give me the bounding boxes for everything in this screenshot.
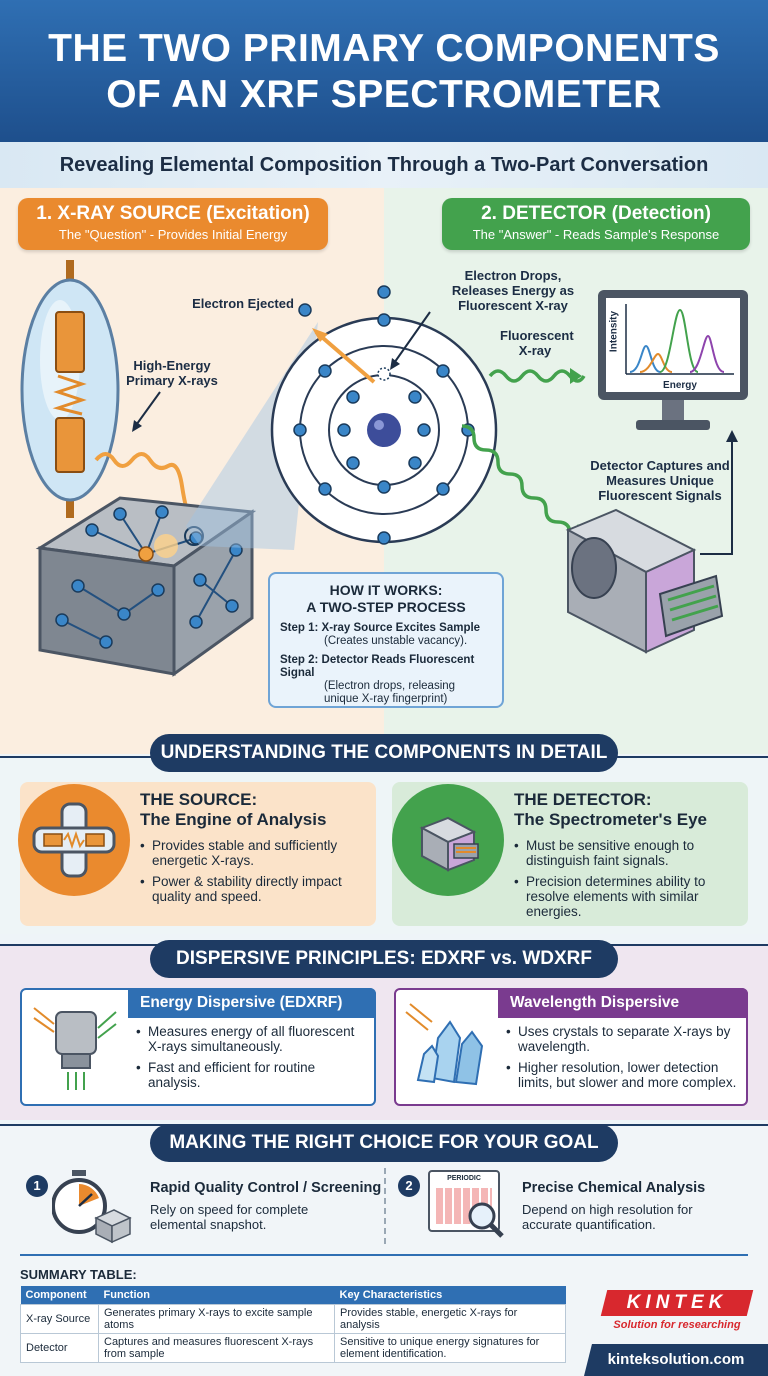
brand-logo[interactable]: KINTEK [626, 1292, 728, 1313]
source-detail-title-1: THE SOURCE: [140, 790, 258, 809]
label-electron-drops: Electron Drops, Releases Energy as Fluor… [451, 268, 575, 313]
detector-small-icon [419, 816, 479, 872]
detector-pill-title: 2. DETECTOR (Detection) [481, 203, 711, 224]
periodic-table-icon-text: PERIODIC [447, 1175, 481, 1182]
label-fluorescent-xray: Fluorescent X-ray [500, 328, 574, 358]
source-detail-bullet: Provides stable and sufficiently energet… [140, 838, 370, 868]
ejected-electron-arrow [314, 330, 376, 384]
option-2-desc: Depend on high resolution for accurate q… [522, 1202, 693, 1232]
option-1-desc: Rely on speed for complete elemental sna… [150, 1202, 309, 1232]
source-detail-bullet: Power & stability directly impact qualit… [140, 874, 370, 904]
how-it-works-box: HOW IT WORKS: A TWO-STEP PROCESS Step 1:… [268, 572, 504, 708]
source-pill-title: 1. X-RAY SOURCE (Excitation) [36, 203, 310, 224]
detector-detail-title-2: The Spectrometer's Eye [514, 810, 708, 829]
option-1-number: 1 [26, 1175, 48, 1197]
monitor-y-axis-label: Intensity [608, 310, 620, 353]
table-row: X-ray Source Generates primary X-rays to… [20, 1303, 566, 1334]
detector-detail-icon-bg [392, 784, 504, 896]
table-cell: Captures and measures fluorescent X-rays… [98, 1332, 335, 1363]
source-detail-icon-bg [18, 784, 130, 896]
xrf-diagram [0, 250, 768, 750]
table-cell: X-ray Source [20, 1303, 99, 1334]
label-electron-ejected: Electron Ejected [192, 296, 294, 311]
summary-table-title: SUMMARY TABLE: [20, 1267, 137, 1282]
option-2-title: Precise Chemical Analysis [522, 1180, 706, 1196]
choice-banner: MAKING THE RIGHT CHOICE FOR YOUR GOAL [150, 1124, 618, 1162]
detector-detail-bullet: Precision determines ability to resolve … [514, 874, 742, 919]
source-pill-subtitle: The "Question" - Provides Initial Energy [58, 227, 288, 242]
electron-drop-pointer [391, 311, 431, 367]
detector-pill: 2. DETECTOR (Detection) The "Answer" - R… [442, 198, 750, 250]
brand-url-link[interactable]: kinteksolution.com [607, 1351, 745, 1368]
step-1-desc: (Creates unstable vacancy). [324, 635, 468, 647]
edxrf-bullet: Fast and efficient for routine analysis. [136, 1060, 370, 1090]
table-cell: Sensitive to unique energy signatures fo… [334, 1332, 566, 1363]
components-detail-banner: UNDERSTANDING THE COMPONENTS IN DETAIL [150, 734, 618, 772]
wdxrf-bullet: Higher resolution, lower detection limit… [506, 1060, 744, 1090]
edxrf-text: Measures energy of all fluorescent X-ray… [136, 1024, 370, 1096]
sample-cube-icon [35, 496, 257, 677]
source-detail-title-2: The Engine of Analysis [140, 810, 327, 829]
brand-tagline: Solution for researching [613, 1319, 741, 1331]
wdxrf-text: Uses crystals to separate X-rays by wave… [506, 1024, 744, 1096]
atom-icon [270, 285, 498, 545]
source-pill: 1. X-RAY SOURCE (Excitation) The "Questi… [18, 198, 328, 250]
edxrf-title: Energy Dispersive (EDXRF) [128, 988, 376, 1018]
label-primary-xrays: High-Energy Primary X-rays [126, 358, 218, 388]
choice-divider [384, 1168, 386, 1244]
page-title-line1: THE TWO PRIMARY COMPONENTS [48, 27, 720, 70]
detector-detail-text: THE DETECTOR: The Spectrometer's Eye Mus… [514, 790, 742, 925]
detector-pill-subtitle: The "Answer" - Reads Sample's Response [472, 227, 720, 242]
wdxrf-title: Wavelength Dispersive (WDXRF) [498, 988, 748, 1041]
step-2: Step 2: Detector Reads Fluorescent Signa… [280, 654, 475, 679]
monitor-icon [598, 290, 748, 430]
edxrf-detector-icon [33, 1007, 117, 1090]
detector-icon [565, 508, 724, 654]
edxrf-bullet: Measures energy of all fluorescent X-ray… [136, 1024, 370, 1054]
option-2-number: 2 [398, 1175, 420, 1197]
table-header: Key Characteristics [334, 1286, 566, 1304]
option-1-title: Rapid Quality Control / Screening [150, 1180, 382, 1196]
table-cell: Provides stable, energetic X-rays for an… [334, 1303, 566, 1334]
detector-detail-bullet: Must be sensitive enough to distinguish … [514, 838, 742, 868]
wdxrf-bullet: Uses crystals to separate X-rays by wave… [506, 1024, 744, 1054]
detector-monitor-cable [700, 436, 733, 555]
primary-xray-pointer [133, 391, 161, 429]
table-row: Detector Captures and measures fluoresce… [20, 1332, 566, 1363]
table-header: Function [98, 1286, 335, 1304]
summary-table: Component Function Key Characteristics X… [20, 1286, 566, 1363]
table-header-row: Component Function Key Characteristics [20, 1286, 566, 1304]
table-header: Component [20, 1286, 99, 1304]
page-title-line2: OF AN XRF SPECTROMETER [106, 73, 662, 116]
source-detail-text: THE SOURCE: The Engine of Analysis Provi… [140, 790, 370, 910]
xray-tube-small-icon [32, 802, 116, 878]
detector-detail-title-1: THE DETECTOR: [514, 790, 652, 809]
stopwatch-icon [52, 1170, 132, 1244]
section-rule [20, 1254, 748, 1256]
how-it-works-title-2: A TWO-STEP PROCESS [306, 599, 466, 615]
how-it-works-title-1: HOW IT WORKS: [329, 582, 443, 598]
table-cell: Generates primary X-rays to excite sampl… [98, 1303, 335, 1334]
dispersive-banner: DISPERSIVE PRINCIPLES: EDXRF vs. WDXRF [150, 940, 618, 978]
label-detector-captures: Detector Captures and Measures Unique Fl… [590, 458, 730, 503]
crystal-icon [405, 1003, 484, 1086]
step-1: Step 1: X-ray Source Excites Sample [280, 622, 481, 634]
monitor-x-axis-label: Energy [663, 380, 697, 391]
page-header: THE TWO PRIMARY COMPONENTS OF AN XRF SPE… [0, 0, 768, 142]
fluorescent-wave-to-detector [461, 424, 572, 535]
step-2-desc: (Electron drops, releasing unique X-ray … [324, 680, 456, 705]
xray-tube-icon [20, 260, 120, 518]
page-subtitle: Revealing Elemental Composition Through … [0, 142, 768, 188]
magnifier-icon [468, 1202, 504, 1238]
fluorescent-wave-to-monitor [488, 369, 586, 383]
table-cell: Detector [20, 1332, 99, 1363]
